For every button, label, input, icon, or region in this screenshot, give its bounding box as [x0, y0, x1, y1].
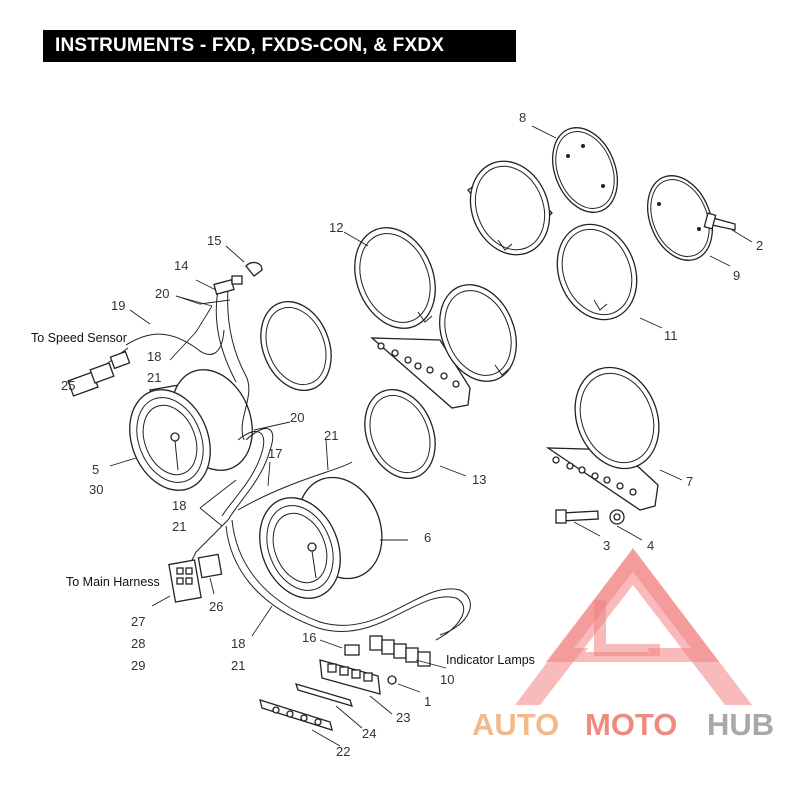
callout-18-upper: 18	[147, 349, 161, 364]
callout-21-lower: 21	[231, 658, 245, 673]
callout-29: 29	[131, 658, 145, 673]
callout-23: 23	[396, 710, 410, 725]
part-9-lens	[647, 175, 713, 261]
part-3-bolt	[555, 509, 599, 524]
part-7-cup	[545, 366, 660, 511]
callout-15: 15	[207, 233, 221, 248]
callout-14: 14	[174, 258, 188, 273]
watermark-hub: HUB	[707, 707, 774, 742]
part-1-screw	[387, 675, 397, 685]
callout-21-mid2: 21	[172, 519, 186, 534]
note-indicator-lamps: Indicator Lamps	[446, 653, 535, 667]
upper-ring	[260, 300, 332, 392]
callout-22: 22	[336, 744, 350, 759]
part-24-strip	[294, 683, 354, 707]
callout-2: 2	[756, 238, 763, 253]
callout-24: 24	[362, 726, 376, 741]
callout-4: 4	[647, 538, 654, 553]
callout-16: 16	[302, 630, 316, 645]
watermark-text: AUTO MOTO HUB	[472, 707, 774, 742]
watermark-logo	[515, 548, 752, 705]
callout-6: 6	[424, 530, 431, 545]
part-14-connector	[213, 275, 243, 295]
watermark-moto: MOTO	[585, 707, 677, 742]
note-main-harness: To Main Harness	[66, 575, 160, 589]
part-27-connector	[168, 553, 223, 603]
part-12-cup	[354, 227, 471, 409]
callout-20-upper: 20	[155, 286, 169, 301]
part-6-gauge	[259, 476, 383, 599]
part-25-connector	[67, 350, 131, 397]
callout-20-lower: 20	[290, 410, 304, 425]
callout-10: 10	[440, 672, 454, 687]
cup-upper-middle	[467, 160, 553, 256]
callout-13: 13	[472, 472, 486, 487]
part-10-indicator-lamps	[369, 635, 431, 667]
part-13-ring	[364, 388, 436, 480]
callout-18-mid: 18	[172, 498, 186, 513]
callout-28: 28	[131, 636, 145, 651]
part-5-gauge	[129, 369, 253, 491]
callout-1: 1	[424, 694, 431, 709]
callout-12: 12	[329, 220, 343, 235]
leader-lines	[109, 125, 753, 747]
callout-19: 19	[111, 298, 125, 313]
part-15-grommet	[245, 261, 263, 277]
callout-21-mid: 21	[324, 428, 338, 443]
callout-8: 8	[519, 110, 526, 125]
part-2-screw	[703, 212, 736, 231]
part-16-lamp	[344, 644, 360, 656]
callout-30: 30	[89, 482, 103, 497]
diagram-title: INSTRUMENTS - FXD, FXDS-CON, & FXDX	[43, 30, 516, 62]
callout-7: 7	[686, 474, 693, 489]
callouts: 8 2 9 11 12 13 7 3 4 15 14 20 19 18 21 2…	[61, 110, 763, 759]
part-22-strip	[259, 699, 333, 731]
callout-5: 5	[92, 462, 99, 477]
callout-26: 26	[209, 599, 223, 614]
callout-27: 27	[131, 614, 145, 629]
callout-25: 25	[61, 378, 75, 393]
part-11-cup	[556, 223, 638, 321]
callout-9: 9	[733, 268, 740, 283]
note-speed-sensor: To Speed Sensor	[31, 331, 127, 345]
callout-18-lower: 18	[231, 636, 245, 651]
part-23-lamp-housing	[319, 659, 381, 695]
callout-17: 17	[268, 446, 282, 461]
watermark-auto: AUTO	[472, 707, 559, 742]
callout-3: 3	[603, 538, 610, 553]
part-4-washer	[609, 509, 625, 525]
cup-middle-lower	[439, 284, 517, 382]
callout-21-upper: 21	[147, 370, 161, 385]
part-8-lens	[552, 127, 618, 213]
callout-11: 11	[664, 328, 678, 343]
